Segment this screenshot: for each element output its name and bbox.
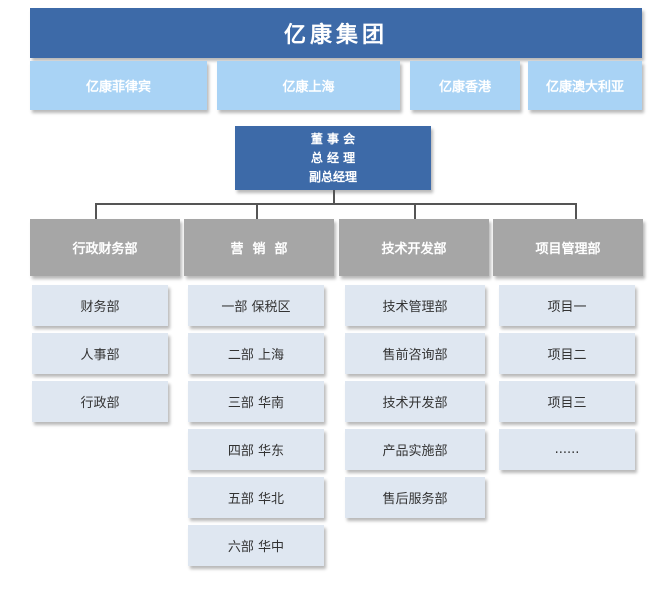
- region-hongkong: 亿康香港: [410, 61, 520, 110]
- unit-project-more: ......: [499, 429, 635, 470]
- unit-tech-dev: 技术开发部: [345, 381, 485, 422]
- region-philippines: 亿康菲律宾: [30, 61, 207, 110]
- board-of-directors-box: 董 事 会 总 经 理 副总经理: [235, 126, 431, 190]
- unit-sales-1: 一部 保税区: [188, 285, 324, 326]
- connector-dept-2: [256, 203, 258, 219]
- dept-admin-finance: 行政财务部: [30, 219, 180, 276]
- board-label: 董 事 会: [310, 131, 356, 146]
- dept-tech-development: 技术开发部: [339, 219, 489, 276]
- deputy-general-manager-label: 副总经理: [308, 169, 357, 184]
- dept-project-management: 项目管理部: [493, 219, 643, 276]
- connector-dept-3: [414, 203, 416, 219]
- connector-dept-4: [575, 203, 577, 219]
- unit-finance: 财务部: [32, 285, 168, 326]
- connector-board-stem: [333, 190, 335, 204]
- connector-horizontal: [95, 203, 577, 205]
- general-manager-label: 总 经 理: [310, 150, 356, 165]
- unit-project-3: 项目三: [499, 381, 635, 422]
- region-shanghai: 亿康上海: [217, 61, 400, 110]
- unit-tech-management: 技术管理部: [345, 285, 485, 326]
- unit-sales-5: 五部 华北: [188, 477, 324, 518]
- unit-sales-4: 四部 华东: [188, 429, 324, 470]
- connector-dept-1: [95, 203, 97, 219]
- unit-project-2: 项目二: [499, 333, 635, 374]
- unit-sales-2: 二部 上海: [188, 333, 324, 374]
- unit-project-1: 项目一: [499, 285, 635, 326]
- unit-sales-3: 三部 华南: [188, 381, 324, 422]
- dept-marketing: 营 销 部: [184, 219, 334, 276]
- unit-hr: 人事部: [32, 333, 168, 374]
- unit-product-implementation: 产品实施部: [345, 429, 485, 470]
- unit-after-sales: 售后服务部: [345, 477, 485, 518]
- unit-sales-6: 六部 华中: [188, 525, 324, 566]
- group-title: 亿康集团: [30, 8, 642, 58]
- region-australia: 亿康澳大利亚: [528, 61, 642, 110]
- unit-presales-consulting: 售前咨询部: [345, 333, 485, 374]
- unit-admin: 行政部: [32, 381, 168, 422]
